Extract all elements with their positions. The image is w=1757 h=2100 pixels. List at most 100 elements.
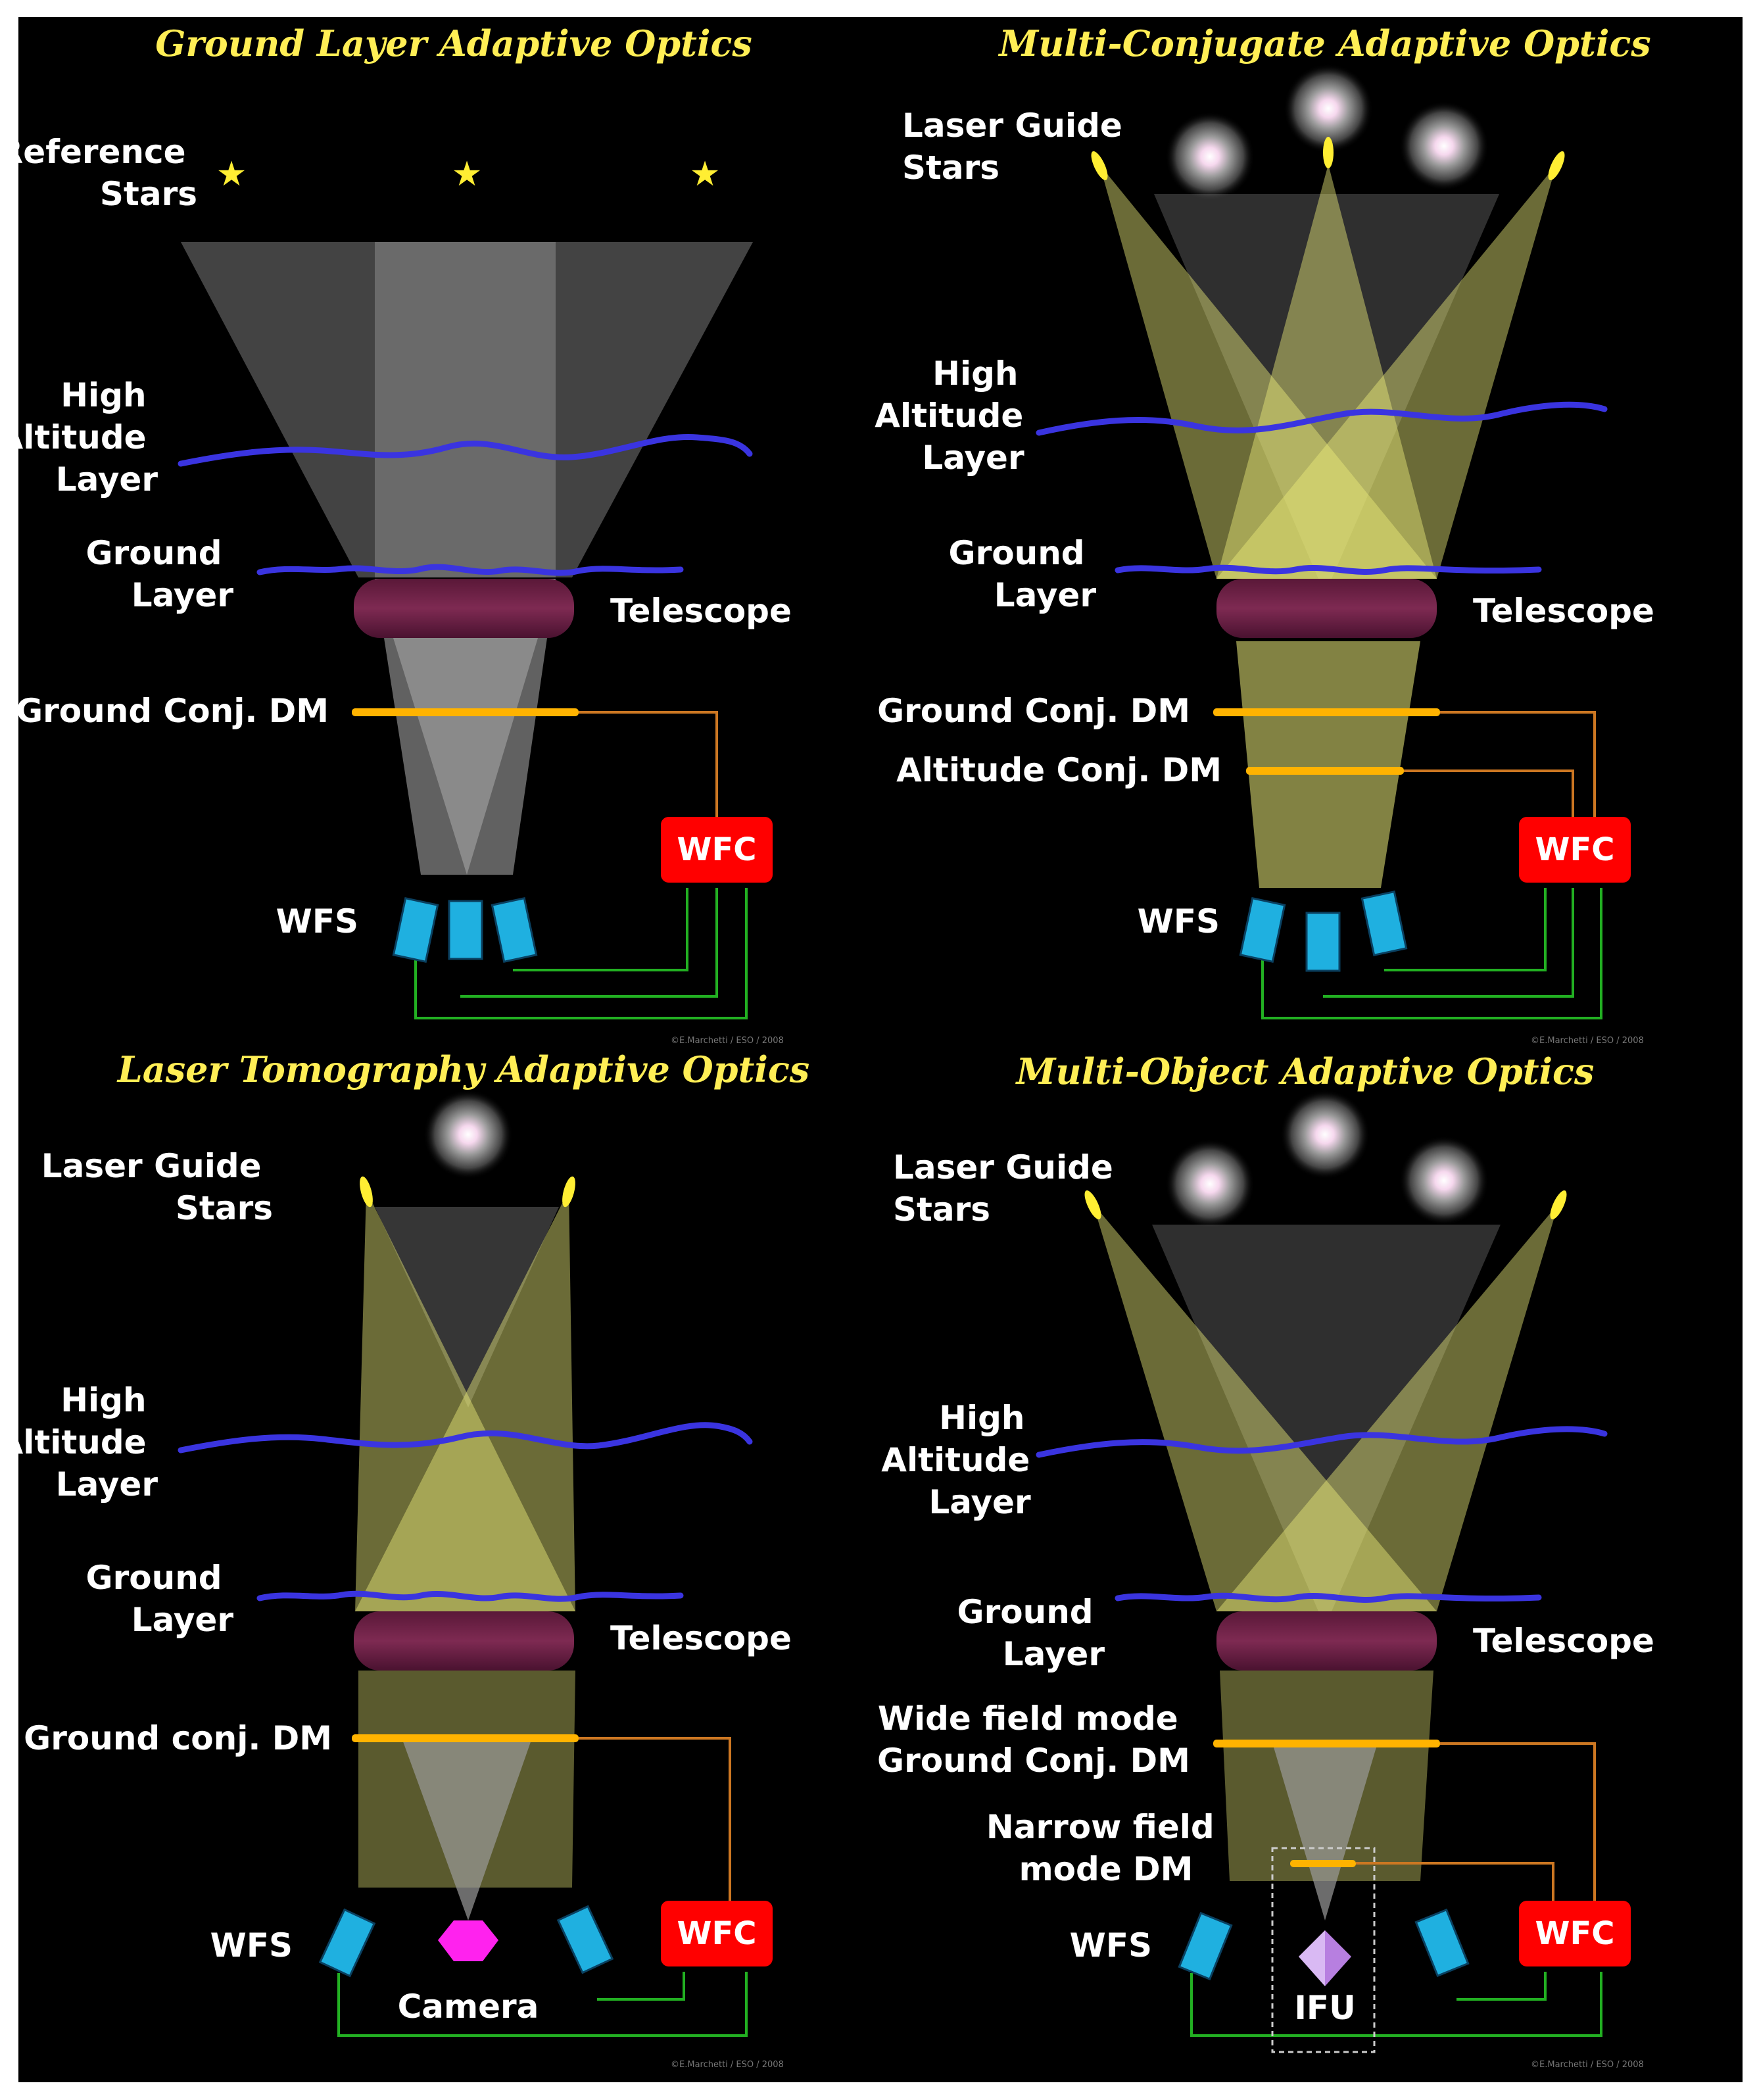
dm-label: Ground Conj. DM [16, 692, 329, 730]
wfc-box [1519, 817, 1631, 883]
credit: ©E.Marchetti / ESO / 2008 [1531, 1036, 1644, 1046]
wfs-sensors [1178, 1908, 1470, 1981]
camera-label: Camera [398, 1988, 539, 2026]
laser-guide-stars-label: Laser Guide Stars [902, 107, 1134, 187]
galaxy-icon [1165, 112, 1255, 201]
wfs-label: WFS [276, 902, 358, 940]
galaxy-icon [1284, 64, 1373, 153]
dm-ground-label: Ground Conj. DM [877, 692, 1190, 730]
high-altitude-layer-label: High Altitude Layer [0, 1381, 158, 1503]
star-icon: ★ [216, 155, 247, 194]
wfs-sensor [1305, 912, 1341, 972]
laser-spot-icon [1323, 137, 1334, 168]
camera-icon [438, 1920, 498, 1961]
sky-field-cone [1154, 194, 1499, 579]
deformable-mirror-narrow [1290, 1860, 1356, 1867]
telescope-label: Telescope [610, 592, 792, 630]
galaxy-icon [1399, 1136, 1489, 1225]
light-beams [1093, 1204, 1558, 1920]
wfs-sensor [1239, 896, 1286, 964]
ground-turbulence [1115, 564, 1542, 575]
telescope [354, 579, 574, 638]
wfs-sensor [1178, 1911, 1233, 1981]
ifu-label: IFU [1294, 1989, 1355, 2027]
deformable-mirror-wide [1213, 1740, 1440, 1747]
panel-moao: Multi-Object Adaptive Optics Laser Guide… [877, 1050, 1654, 2070]
ifu-box [1271, 1847, 1376, 2053]
ground-layer-label: Ground Layer [86, 1559, 234, 1639]
wfs-sensor [1414, 1908, 1470, 1978]
ifu-icon-highlight [1299, 1930, 1325, 1986]
wfs-sensor [392, 896, 439, 964]
credit: ©E.Marchetti / ESO / 2008 [1531, 2060, 1644, 2070]
light-beams [1099, 164, 1556, 888]
ground-layer-label: Ground Layer [86, 534, 234, 614]
laser-spot-icon [1550, 1190, 1567, 1220]
wfc-box [661, 817, 773, 883]
telescope [1216, 579, 1437, 638]
laser-spot-icon [360, 1176, 373, 1208]
telescope-label: Telescope [610, 1619, 792, 1657]
wfs-sensor [448, 900, 483, 960]
galaxy-icon [1280, 1090, 1370, 1179]
panel-title: Laser Tomography Adaptive Optics [116, 1048, 809, 1090]
high-altitude-layer-label: High Altitude Layer [0, 376, 158, 499]
telescope-label: Telescope [1473, 592, 1654, 630]
wiring [1190, 1742, 1602, 2037]
wfs-label: WFS [210, 1926, 293, 1965]
deformable-mirror-ground [1213, 708, 1440, 716]
panel-mcao: Multi-Conjugate Adaptive Optics Laser Gu… [875, 22, 1654, 1046]
credit: ©E.Marchetti / ESO / 2008 [671, 1036, 784, 1046]
wfs-sensors [392, 896, 538, 964]
panel-title: Multi-Object Adaptive Optics [1015, 1050, 1595, 1092]
light-beams [355, 1190, 575, 1920]
galaxy-icon [1165, 1139, 1255, 1229]
ground-layer-label: Ground Layer [957, 1593, 1105, 1673]
wfs-sensor [1360, 890, 1408, 957]
laser-guide-stars-label: Laser Guide Stars [893, 1148, 1124, 1229]
panel-title: Ground Layer Adaptive Optics [155, 22, 752, 64]
wfs-sensors [318, 1905, 614, 1978]
deformable-mirror-altitude [1246, 767, 1404, 775]
wfs-label: WFS [1138, 902, 1220, 940]
panel-title: Multi-Conjugate Adaptive Optics [998, 22, 1650, 64]
telescope [354, 1611, 574, 1671]
star-icon: ★ [690, 155, 721, 194]
high-altitude-layer-label: High Altitude Layer [875, 354, 1035, 477]
reference-stars-label: Reference Stars [0, 133, 197, 213]
laser-spot-icon [1091, 151, 1108, 181]
wfs-sensor [556, 1905, 614, 1974]
light-beams [181, 242, 753, 875]
wfs-sensor [318, 1908, 376, 1978]
wiring [414, 711, 748, 1019]
panel-ltao: Laser Tomography Adaptive Optics Laser G… [0, 1048, 809, 2070]
wfs-sensor [491, 896, 538, 964]
wfs-sensors [1239, 890, 1408, 972]
galaxy-icon [423, 1090, 513, 1179]
ground-turbulence [256, 1590, 684, 1602]
wfc-box [661, 1901, 773, 1966]
wfc-label: WFC [677, 831, 757, 868]
high-altitude-turbulence [1036, 401, 1608, 436]
sky-field-cone [1152, 1225, 1501, 1611]
dm-label: Ground conj. DM [24, 1719, 332, 1757]
panel-glao: Ground Layer Adaptive Optics Reference S… [0, 22, 792, 1046]
telescope-label: Telescope [1473, 1622, 1654, 1660]
galaxy-icon [1399, 101, 1489, 191]
laser-spot-icon [562, 1176, 575, 1208]
laser-guide-stars-label: Laser Guide Stars [41, 1147, 273, 1227]
laser-spot-icon [1548, 151, 1565, 181]
telescope [1216, 1611, 1437, 1671]
high-altitude-turbulence [178, 433, 753, 467]
credit: ©E.Marchetti / ESO / 2008 [671, 2060, 784, 2070]
wfs-label: WFS [1070, 1926, 1152, 1965]
dm-wide-label: Wide field mode Ground Conj. DM [877, 1699, 1190, 1780]
wfc-label: WFC [1535, 831, 1615, 868]
ground-turbulence [256, 564, 684, 576]
wiring [1261, 711, 1602, 1019]
wfc-box [1519, 1901, 1631, 1966]
figure-background [18, 17, 1743, 2082]
wfc-label: WFC [1535, 1915, 1615, 1952]
sky-field-cone [375, 1207, 559, 1407]
